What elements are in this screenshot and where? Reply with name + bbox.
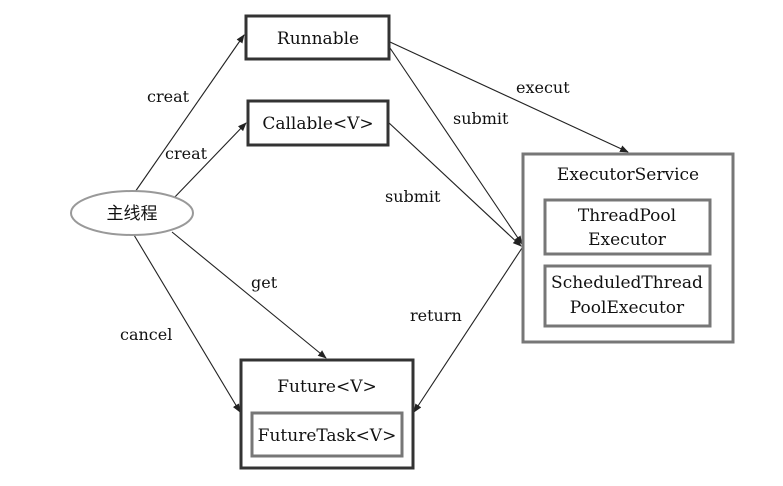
edge-return — [413, 247, 523, 413]
edge-get — [171, 231, 327, 359]
runnable-node: Runnable — [244, 14, 391, 61]
callable-label: Callable<V> — [262, 114, 373, 134]
executor-service-node: ExecutorService ThreadPool Executor Sche… — [521, 152, 735, 344]
thread-pool-executor-label-line2: Executor — [588, 230, 667, 250]
executor-service-label: ExecutorService — [557, 165, 699, 185]
edge-label-creat-runnable: creat — [147, 87, 190, 106]
edge-creat-callable — [171, 122, 247, 201]
thread-pool-executor-node: ThreadPool Executor — [543, 198, 712, 256]
thread-pool-executor-label-line1: ThreadPool — [578, 206, 676, 226]
future-task-node: FutureTask<V> — [250, 411, 404, 458]
edge-execut — [389, 41, 629, 153]
scheduled-thread-pool-executor-node: ScheduledThread PoolExecutor — [543, 264, 712, 328]
main-thread-node: 主线程 — [70, 190, 194, 236]
future-task-label: FutureTask<V> — [258, 426, 397, 446]
edge-submit-callable — [387, 121, 522, 247]
edge-submit-runnable — [389, 47, 523, 245]
edge-creat-runnable — [134, 34, 245, 193]
edge-label-execut: execut — [516, 78, 570, 97]
edge-cancel — [133, 234, 241, 413]
main-thread-label: 主线程 — [107, 204, 158, 224]
scheduled-executor-label-line2: PoolExecutor — [570, 298, 685, 318]
future-node: Future<V> FutureTask<V> — [239, 358, 415, 470]
edge-label-creat-callable: creat — [165, 144, 208, 163]
edge-label-return: return — [410, 306, 462, 325]
edge-label-cancel: cancel — [120, 325, 172, 344]
edge-label-submit-runnable: submit — [453, 109, 509, 128]
future-label: Future<V> — [277, 377, 376, 397]
callable-node: Callable<V> — [246, 99, 390, 147]
scheduled-executor-label-line1: ScheduledThread — [551, 273, 703, 293]
edge-label-get: get — [251, 273, 278, 292]
runnable-label: Runnable — [277, 29, 359, 49]
edge-label-submit-callable: submit — [385, 187, 441, 206]
